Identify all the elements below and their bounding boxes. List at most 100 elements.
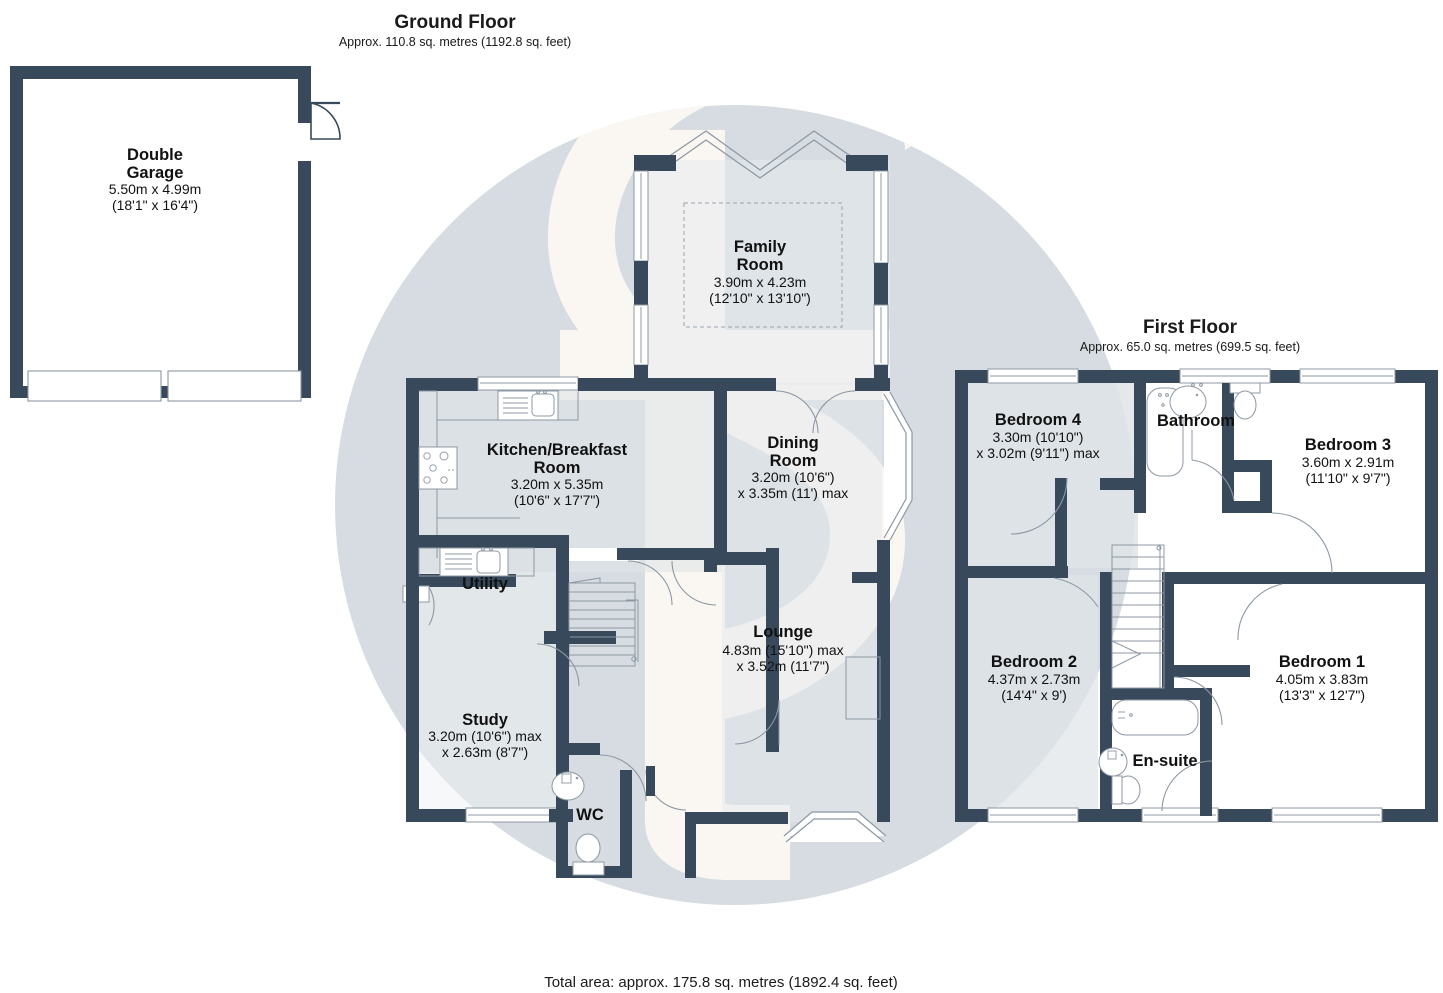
garage-dim-metric: 5.50m x 4.99m xyxy=(109,181,202,197)
sink-icon xyxy=(497,390,559,421)
toilet-icon xyxy=(1229,382,1261,420)
dining-bay-window xyxy=(883,391,913,541)
dining-dim-imperial: x 3.35m (11') max xyxy=(738,485,849,501)
garage-door-swing xyxy=(310,102,341,140)
lounge-wall-right xyxy=(877,540,890,822)
lounge-bay-window xyxy=(783,811,887,843)
study-wall-bottom-left xyxy=(406,809,466,822)
wc-label: WC xyxy=(576,806,604,824)
ensuite-wall-upper xyxy=(1100,688,1200,700)
lounge-room: Lounge 4.83m (15'10") max x 3.52m (11'7"… xyxy=(704,540,890,843)
landing-wall-right xyxy=(1162,572,1174,677)
garage-bay-left xyxy=(27,370,162,402)
ensuite-wall-right xyxy=(1200,688,1212,816)
ground-wall-hall-top xyxy=(617,548,725,560)
bedroom3-label: Bedroom 3 xyxy=(1305,436,1391,454)
lounge-dim-metric: 4.83m (15'10") max xyxy=(722,642,843,658)
dining-wall-left xyxy=(714,378,727,556)
wc-room: WC xyxy=(551,743,696,878)
dining-door-swing-left xyxy=(775,390,819,434)
family-room-glazed-roof xyxy=(667,130,853,179)
bedroom2-label: Bedroom 2 xyxy=(991,653,1077,671)
ensuite-fixtures xyxy=(1098,699,1213,812)
bedroom2-door-swing xyxy=(1053,577,1099,608)
total-area-label: Total area: approx. 175.8 sq. metres (18… xyxy=(544,974,898,991)
ensuite-basin-icon xyxy=(1098,747,1128,777)
ff-wall-right xyxy=(1425,370,1438,822)
bathroom-fixtures xyxy=(1146,382,1261,501)
ground-floor-heading: Ground Floor Approx. 110.8 sq. metres (1… xyxy=(339,12,571,49)
bedroom3-dim-imperial: (11'10" x 9'7") xyxy=(1305,470,1390,486)
utility-label: Utility xyxy=(462,575,509,593)
bathroom-wall-left xyxy=(1134,383,1146,513)
family-room-label-line1: Family xyxy=(734,238,787,256)
first-floor-plan: Bedroom 4 3.30m (10'10") x 3.02m (9'11")… xyxy=(955,368,1438,823)
bedroom4-dim-imperial: x 3.02m (9'11") max xyxy=(976,445,1099,461)
ensuite-wall-top xyxy=(1162,665,1250,677)
study-dim-imperial: x 2.63m (8'7") xyxy=(442,744,528,760)
bedroom4-bedroom2-divider xyxy=(968,566,1068,578)
kitchen-dim-metric: 3.20m x 5.35m xyxy=(511,476,604,492)
ensuite-label: En-suite xyxy=(1132,752,1197,770)
dining-dim-metric: 3.20m (10'6") xyxy=(751,469,834,485)
landing-door-swing xyxy=(1173,676,1223,726)
bedroom1-wall-top-right xyxy=(1282,572,1427,584)
basin-icon xyxy=(1169,383,1207,419)
kitchen-hall-door-swing xyxy=(627,560,673,606)
kitchen-label-line2: Room xyxy=(534,459,581,477)
wc-door-swing xyxy=(599,754,647,802)
bedroom4-door-swing xyxy=(1010,477,1068,535)
ground-floor-plan: Family Room 3.90m x 4.23m (12'10" x 13'1… xyxy=(402,130,913,878)
kitchen-wall-top-left xyxy=(406,378,478,391)
study-dim-metric: 3.20m (10'6") max xyxy=(428,728,541,744)
bedroom3-wall-stub xyxy=(1222,501,1270,513)
kitchen-dim-imperial: (10'6" x 17'7") xyxy=(514,492,600,508)
bedroom3-door-swing xyxy=(1271,512,1333,574)
bedroom3-dim-metric: 3.60m x 2.91m xyxy=(1302,454,1395,470)
bedroom2-dim-imperial: (14'4" x 9') xyxy=(1001,687,1067,703)
lounge-door-swing xyxy=(734,699,780,745)
dining-door-swing-right xyxy=(812,390,856,434)
ensuite-toilet-icon xyxy=(1111,775,1141,805)
family-room: Family Room 3.90m x 4.23m (12'10" x 13'1… xyxy=(633,130,889,391)
family-room-label-line2: Room xyxy=(737,256,784,274)
bedroom4-dim-metric: 3.30m (10'10") xyxy=(993,429,1084,445)
garage-bay-right xyxy=(167,370,302,402)
dining-wall-top-right xyxy=(855,378,890,391)
bedroom4-wall-stub xyxy=(1100,478,1146,490)
hall-wall-lower xyxy=(685,812,696,878)
bedroom4-label: Bedroom 4 xyxy=(995,411,1082,429)
family-wall-left-mid xyxy=(634,261,648,305)
first-floor-subtitle: Approx. 65.0 sq. metres (699.5 sq. feet) xyxy=(1080,340,1300,354)
staircase-icon xyxy=(568,577,639,667)
lounge-label: Lounge xyxy=(753,623,813,641)
family-wall-tl xyxy=(634,155,676,171)
first-floor-title: First Floor xyxy=(1143,317,1238,338)
wc-toilet-icon xyxy=(572,833,605,876)
hob-icon xyxy=(418,446,458,490)
dining-wall-top-left xyxy=(714,378,776,391)
wc-basin-icon xyxy=(551,771,585,801)
bedroom1-label: Bedroom 1 xyxy=(1279,653,1365,671)
lounge-fireplace xyxy=(845,656,881,720)
family-wall-right-mid xyxy=(874,263,888,305)
ensuite-bath-icon xyxy=(1111,699,1199,736)
bathroom-label: Bathroom xyxy=(1157,412,1235,430)
kitchen-wall-top-right xyxy=(578,378,722,391)
lounge-wall-left xyxy=(766,552,779,752)
ff-wall-left xyxy=(955,370,968,822)
hall-wall-left xyxy=(556,548,569,644)
garage-label-line2: Garage xyxy=(127,164,184,182)
wc-wall-right xyxy=(620,770,632,878)
bedroom2-dim-metric: 4.37m x 2.73m xyxy=(988,671,1081,687)
family-room-inner-outline xyxy=(683,202,843,328)
wc-wall-left xyxy=(556,743,568,878)
study-wall-left xyxy=(406,574,419,822)
garage-label-line1: Double xyxy=(127,146,183,164)
utility-wall-bottom xyxy=(406,574,516,587)
hall-door-swing-2 xyxy=(671,560,717,606)
study-door-swing xyxy=(536,643,580,687)
ground-floor-subtitle: Approx. 110.8 sq. metres (1192.8 sq. fee… xyxy=(339,35,571,49)
staircase-icon xyxy=(1111,544,1165,689)
